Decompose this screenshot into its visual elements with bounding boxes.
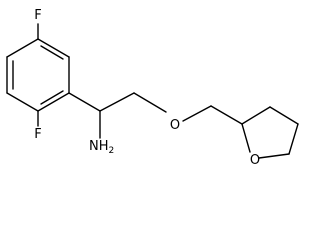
bond-chiral-carbon-to-ch2	[99, 92, 135, 112]
ring-oxygen-label: O	[250, 153, 260, 168]
tetrahydrofuran-ring	[241, 106, 299, 159]
amine-label-main: NH	[89, 139, 109, 154]
structure-canvas: F F NH2 O O	[6, 8, 299, 168]
bond-ch2-to-ring-carbon	[210, 105, 243, 125]
ring-double-bond-1	[40, 45, 64, 60]
thf-bond-4	[258, 153, 290, 159]
fluorine-label-top: F	[34, 8, 41, 23]
chemical-structure: F F NH2 O O	[6, 8, 299, 168]
fluorine-label-bottom: F	[34, 127, 41, 142]
thf-bond-1	[241, 106, 271, 125]
amine-label: NH2	[89, 139, 114, 156]
ring-bond-3	[37, 92, 70, 112]
ring-double-bond-2	[40, 90, 64, 105]
bond-ring-to-chiral-carbon	[68, 92, 101, 112]
ring-bond-1	[37, 38, 70, 58]
bond-ether-oxygen-to-ch2	[182, 105, 212, 122]
thf-bond-2	[269, 106, 299, 125]
ether-oxygen-label: O	[170, 118, 180, 133]
ring-bond-6	[6, 38, 39, 58]
thf-bond-3	[288, 123, 299, 155]
benzene-ring	[6, 38, 70, 112]
amine-label-subscript: 2	[109, 146, 115, 156]
bond-ch2-to-ether-oxygen	[133, 92, 167, 113]
thf-bond-5	[241, 123, 251, 153]
ring-bond-4	[6, 92, 39, 112]
